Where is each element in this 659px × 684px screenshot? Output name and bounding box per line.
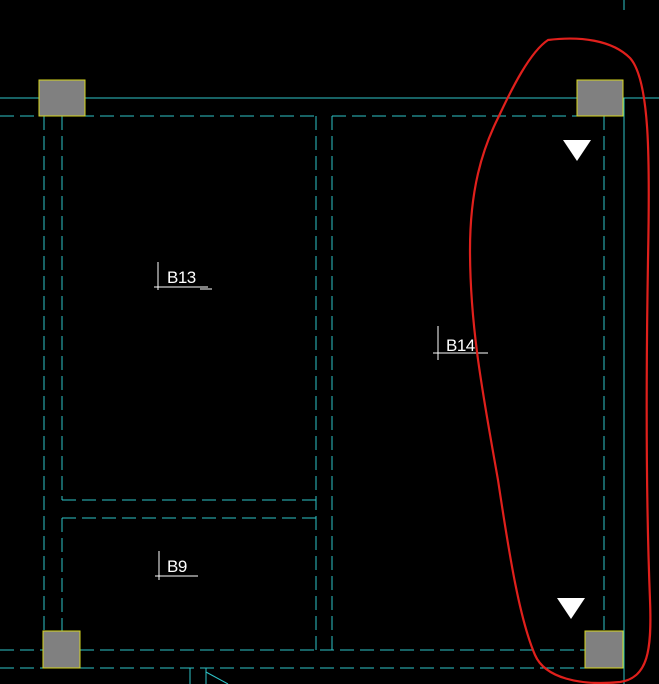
slab-label-b13[interactable]: B13 <box>154 262 212 290</box>
column-bottom-right[interactable] <box>584 630 624 669</box>
b14-text: B14 <box>446 336 475 355</box>
column-bottom-left[interactable] <box>42 630 81 669</box>
slab-label-b14[interactable]: B14 <box>433 326 488 360</box>
slab-label-b9[interactable]: B9 <box>155 551 198 580</box>
bottom-fragments <box>189 668 229 684</box>
column-top-right[interactable] <box>576 79 624 117</box>
red-annotation-outline <box>468 37 652 684</box>
bottom-fragment-diagonal <box>205 671 229 684</box>
marker-triangle-bottom[interactable] <box>557 598 585 619</box>
b9-text: B9 <box>167 557 187 576</box>
columns[interactable] <box>38 79 624 669</box>
marker-triangle-top[interactable] <box>563 140 591 161</box>
column-top-left[interactable] <box>38 79 86 117</box>
b13-text: B13 <box>167 268 196 287</box>
